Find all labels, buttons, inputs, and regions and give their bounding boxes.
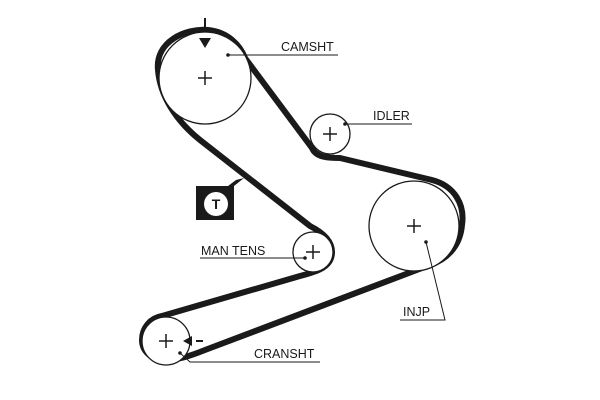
injection-pump-pulley — [368, 180, 460, 272]
crankshaft-leader — [178, 351, 320, 363]
idler-pulley — [309, 113, 351, 155]
crank-timing-mark-icon — [183, 336, 203, 346]
manual-tensioner-pulley — [292, 231, 334, 273]
injection-pump-label: INJP — [403, 305, 430, 319]
manual-tensioner-leader — [200, 256, 307, 260]
crankshaft-label: CRANSHT — [254, 347, 315, 361]
tension-gauge-letter: T — [212, 196, 221, 212]
camshaft-leader — [226, 53, 338, 57]
crankshaft-pulley — [141, 316, 191, 366]
camshaft-label: CAMSHT — [281, 40, 334, 54]
injection-pump-leader — [400, 240, 446, 321]
tension-gauge-icon: T — [196, 178, 244, 220]
idler-leader — [343, 122, 412, 126]
manual-tensioner-label: MAN TENS — [201, 244, 265, 258]
timing-mark-arrow-icon — [199, 18, 211, 48]
idler-label: IDLER — [373, 109, 410, 123]
